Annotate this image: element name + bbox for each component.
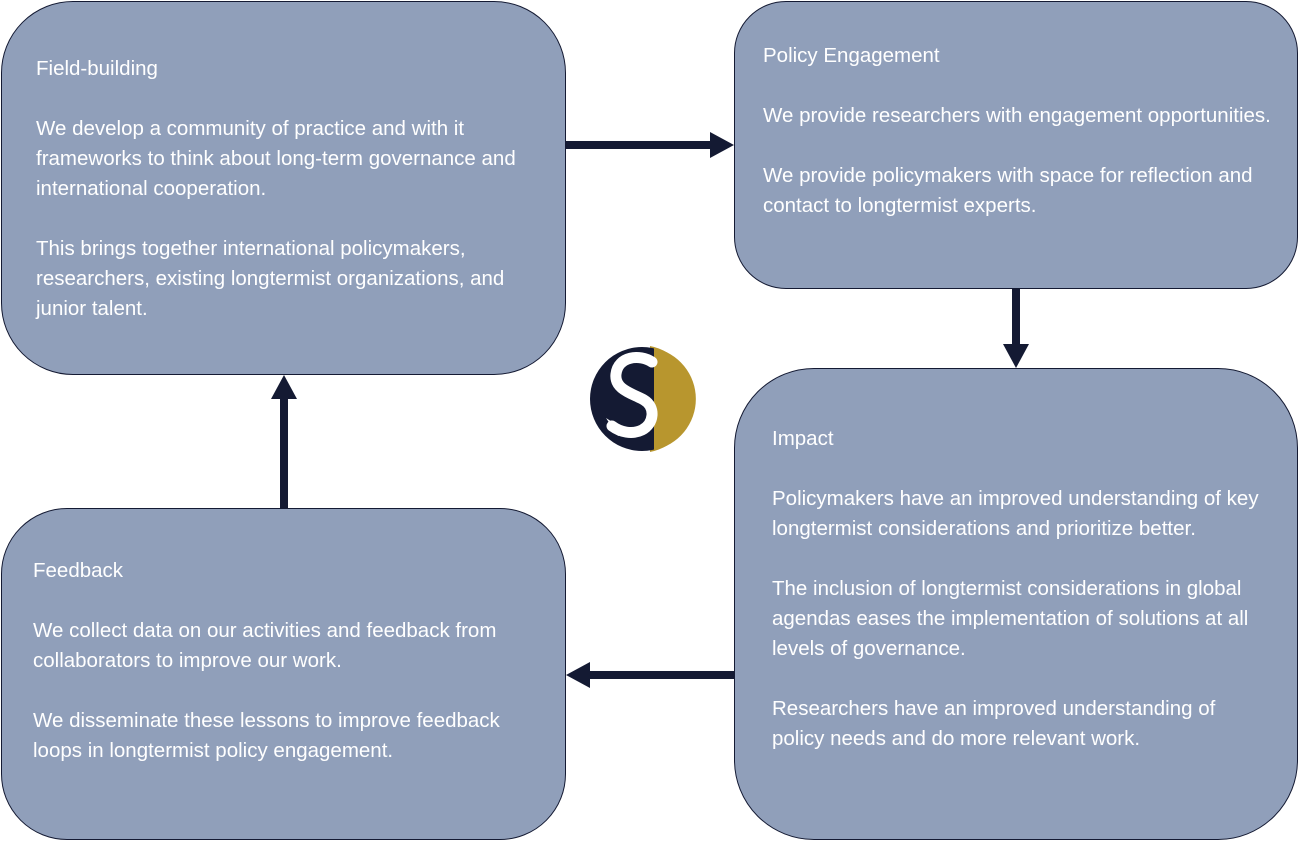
arrow-policy-to-impact bbox=[1003, 289, 1029, 368]
arrow-impact-to-feedback bbox=[566, 662, 734, 688]
policy-engagement-paragraph: We provide researchers with engagement o… bbox=[763, 104, 1271, 127]
policy-engagement-title: Policy Engagement bbox=[763, 44, 940, 67]
field-building-title: Field-building bbox=[36, 57, 158, 80]
impact-paragraph: Researchers have an improved understandi… bbox=[772, 697, 1216, 750]
feedback-title: Feedback bbox=[33, 559, 124, 582]
policy-engagement-paragraph: We provide policymakers with space for r… bbox=[763, 164, 1253, 217]
field-building-paragraph: We develop a community of practice and w… bbox=[36, 117, 516, 200]
feedback-paragraph: We disseminate these lessons to improve … bbox=[33, 709, 500, 762]
field-building-paragraph: This brings together international polic… bbox=[36, 237, 505, 320]
impact-box: Impact Policymakers have an improved und… bbox=[734, 368, 1298, 840]
si-monogram-logo-icon bbox=[590, 346, 696, 452]
arrow-feedback-to-field bbox=[271, 375, 297, 508]
impact-paragraph: The inclusion of longtermist considerati… bbox=[772, 577, 1249, 660]
impact-title: Impact bbox=[772, 427, 834, 450]
field-building-box: Field-building We develop a community of… bbox=[1, 1, 566, 375]
feedback-box: Feedback We collect data on our activiti… bbox=[1, 508, 566, 840]
arrow-field-to-policy bbox=[566, 132, 734, 158]
feedback-paragraph: We collect data on our activities and fe… bbox=[33, 619, 497, 672]
policy-engagement-box: Policy Engagement We provide researchers… bbox=[734, 1, 1298, 289]
impact-paragraph: Policymakers have an improved understand… bbox=[772, 487, 1259, 540]
